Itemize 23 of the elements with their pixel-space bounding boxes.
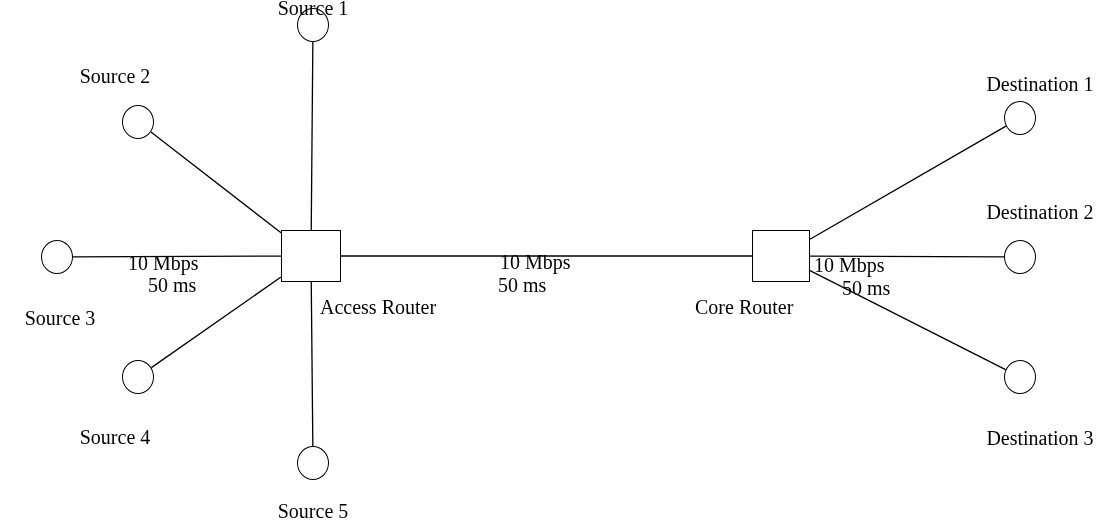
node-label: Destination 2	[986, 201, 1094, 223]
link-annotation: 50 ms	[498, 274, 547, 296]
node-label: Access Router	[320, 296, 437, 318]
link-annotation: 10 Mbps	[814, 254, 885, 276]
link-annotation: 10 Mbps	[500, 251, 571, 273]
link-line	[340, 255, 753, 257]
node-label: Source 4	[79, 426, 151, 448]
node-label: Source 5	[277, 500, 349, 522]
link-line	[150, 131, 282, 234]
link-line	[809, 270, 1007, 371]
link-line	[72, 255, 282, 258]
link-line	[310, 281, 314, 447]
node-label: Source 2	[79, 65, 151, 87]
link-line	[809, 255, 1005, 258]
node-label: Core Router	[695, 296, 794, 318]
node-label: Source 3	[24, 307, 96, 329]
link-line	[809, 125, 1007, 240]
node-label: Source 1	[277, 0, 349, 19]
link-line	[150, 276, 282, 369]
node-label: Destination 3	[986, 427, 1094, 449]
node-label: Destination 1	[986, 73, 1094, 95]
link-line	[310, 41, 314, 231]
link-annotation: 50 ms	[148, 274, 197, 296]
